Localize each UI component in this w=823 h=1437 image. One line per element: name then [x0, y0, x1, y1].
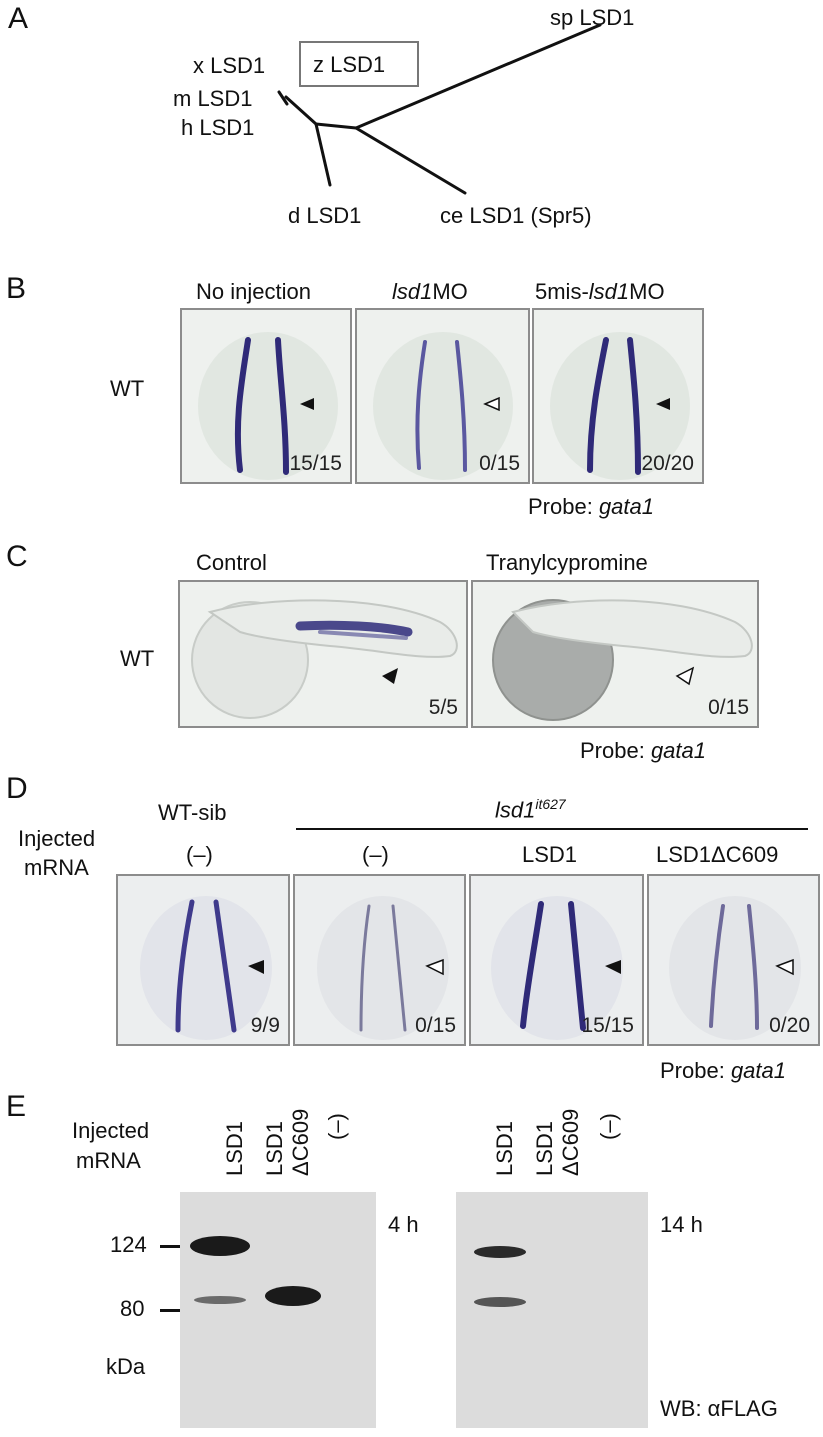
panel-b-image-2: 0/15 [355, 308, 530, 484]
lane-label-lsd1-dc609-line1: LSD1 [262, 1120, 287, 1176]
filled-arrowhead-icon [300, 398, 314, 410]
panel-c-image-2: 0/15 [471, 580, 759, 728]
panel-b-letter: B [6, 272, 27, 305]
marker-124-tick [160, 1245, 180, 1248]
marker-124: 124 [110, 1232, 147, 1257]
open-arrowhead-icon [483, 396, 500, 412]
panel-d-image-1: 9/9 [116, 874, 290, 1046]
panel-c-image-1: 5/5 [178, 580, 468, 728]
band-lsd1-dc609 [265, 1286, 321, 1306]
tree-label-x-lsd1: x LSD1 [193, 53, 266, 78]
lane-label-lsd1-dc609-line2: ΔC609 [558, 1108, 583, 1176]
panel-d-count-3: 15/15 [581, 1014, 634, 1037]
panel-d-count-4: 0/20 [769, 1014, 810, 1037]
lane-label-lsd1-dc609-line2: ΔC609 [288, 1108, 313, 1176]
embryo-dorsal-view [317, 896, 449, 1040]
marker-80-tick [160, 1309, 180, 1312]
panel-c-probe: Probe: gata1 [580, 738, 706, 763]
marker-80: 80 [120, 1296, 145, 1321]
panel-c-count-1: 5/5 [428, 696, 458, 719]
embryo-lateral-view [191, 599, 458, 719]
panel-c-col-label-1: Control [196, 550, 267, 575]
wb-label: WB: αFLAG [660, 1396, 778, 1421]
embryo-dorsal-view [550, 332, 690, 480]
panel-c-count-2: 0/15 [708, 696, 749, 719]
panel-b-image-3: 20/20 [532, 308, 704, 484]
lane-label-lsd1: LSD1 [222, 1120, 247, 1176]
embryo-dorsal-view [491, 896, 623, 1040]
panel-c-letter: C [6, 540, 28, 573]
panel-d-col-label-1: (–) [186, 842, 213, 867]
panel-d-mutant-label: lsd1it627 [495, 796, 566, 823]
filled-arrowhead-icon [656, 398, 670, 410]
tree-label-sp-lsd1: sp LSD1 [550, 5, 635, 30]
embryo-dorsal-view [140, 896, 272, 1040]
panel-b-probe: Probe: gata1 [528, 494, 654, 519]
panel-d-image-2: 0/15 [293, 874, 466, 1046]
panel-b-image-1: 15/15 [180, 308, 352, 484]
panel-c-row-label: WT [120, 646, 155, 671]
panel-b-count-3: 20/20 [641, 452, 694, 475]
open-arrowhead-icon [675, 666, 695, 686]
lane-label-none: (–) [324, 1113, 349, 1140]
panel-d-probe: Probe: gata1 [660, 1058, 786, 1083]
panel-d-mutant-bracket [296, 828, 808, 830]
lane-label-lsd1-dc609-line1: LSD1 [532, 1120, 557, 1176]
panel-d-count-2: 0/15 [415, 1014, 456, 1037]
embryo-dorsal-view [373, 332, 513, 480]
panel-d-image-4: 0/20 [647, 874, 820, 1046]
panel-d-col-label-2: (–) [362, 842, 389, 867]
western-blot-4h [180, 1192, 376, 1428]
filled-arrowhead-icon [248, 960, 264, 974]
kda-unit: kDa [106, 1354, 146, 1379]
tree-label-ce-lsd1: ce LSD1 (Spr5) [440, 203, 592, 228]
blot-bands [190, 1236, 321, 1306]
open-arrowhead-icon [775, 958, 794, 976]
band-lsd1-80 [474, 1297, 526, 1307]
panel-e-row-label-2: mRNA [76, 1148, 141, 1173]
panel-b-count-2: 0/15 [479, 452, 520, 475]
time-label-4h: 4 h [388, 1212, 419, 1237]
embryo-dorsal-view [198, 332, 338, 480]
phylogenetic-tree [277, 23, 602, 195]
panel-d-letter: D [6, 772, 28, 805]
tree-label-d-lsd1: d LSD1 [288, 203, 362, 228]
band-lsd1-80 [194, 1296, 246, 1304]
lane-label-lsd1: LSD1 [492, 1120, 517, 1176]
tree-label-m-lsd1: m LSD1 [173, 86, 253, 111]
embryo-dorsal-view [669, 896, 801, 1040]
panel-d-col-label-3: LSD1 [522, 842, 578, 867]
western-blot-14h [456, 1192, 648, 1428]
panel-e-letter: E [6, 1090, 27, 1123]
panel-d-col-label-4: LSD1ΔC609 [656, 842, 779, 867]
panel-c-col-label-2: Tranylcypromine [486, 550, 648, 575]
blot-bands [474, 1246, 526, 1307]
embryo-lateral-view [492, 599, 753, 721]
lane-label-none: (–) [596, 1113, 621, 1140]
panel-a-letter: A [8, 2, 29, 35]
panel-b-count-1: 15/15 [289, 452, 342, 475]
filled-arrowhead-icon [382, 668, 398, 684]
filled-arrowhead-icon [605, 960, 621, 974]
panel-e-row-label-1: Injected [72, 1118, 150, 1143]
tree-label-h-lsd1: h LSD1 [181, 115, 255, 140]
panel-d-row-label-1: Injected [18, 826, 96, 851]
open-arrowhead-icon [425, 958, 444, 976]
band-lsd1-124 [474, 1246, 526, 1258]
panel-b-col-label-1: No injection [196, 279, 311, 304]
tree-label-z-lsd1: z LSD1 [313, 52, 386, 77]
panel-d-image-3: 15/15 [469, 874, 644, 1046]
panel-d-wt-sib: WT-sib [158, 800, 227, 825]
panel-b-col-label-3: 5mis-lsd1MO [535, 279, 665, 304]
panel-d-count-1: 9/9 [250, 1014, 280, 1037]
panel-b-col-label-2: lsd1MO [392, 279, 468, 304]
time-label-14h: 14 h [660, 1212, 703, 1237]
panel-b-row-label: WT [110, 376, 145, 401]
panel-d-row-label-2: mRNA [24, 855, 89, 880]
band-lsd1-124 [190, 1236, 250, 1256]
